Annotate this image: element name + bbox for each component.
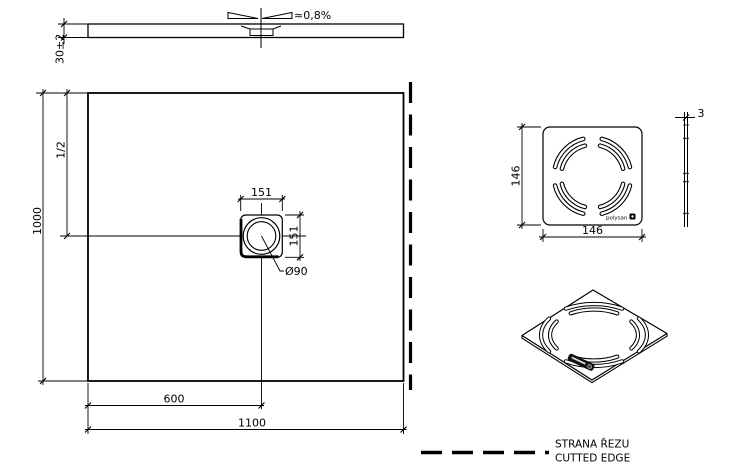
slope-label: ≈0,8% <box>294 9 331 22</box>
brand-logo-text: polysan <box>606 216 628 222</box>
dim-146h-lines <box>517 123 541 229</box>
dim-151h-lines <box>285 211 304 261</box>
drain-slot-arc <box>564 302 624 310</box>
legend-line1: STRANA ŘEZU <box>555 438 629 451</box>
dim-146w-label: 146 <box>582 224 603 237</box>
drain-slot-arc <box>630 320 639 350</box>
dim-151w-ticks <box>237 195 286 203</box>
drain-slot-arc <box>539 317 551 353</box>
dim-146h-label: 146 <box>510 166 523 187</box>
drain-slot-arc <box>600 184 632 215</box>
drain-slot-arc <box>560 182 587 209</box>
dim-1100-lines <box>85 383 407 434</box>
dim-151w-label: 151 <box>251 186 272 199</box>
slope-wedge-left <box>227 11 259 19</box>
dim-151h-label: 151 <box>288 226 301 247</box>
dim-3-tick <box>682 114 690 121</box>
cut-edge-legend: STRANA ŘEZU CUTTED EDGE <box>421 438 630 465</box>
drain-slot-arc <box>553 184 585 215</box>
dim-146w-lines <box>539 229 646 242</box>
dim-600-ticks <box>84 402 265 409</box>
dim-1000-ticks <box>39 89 47 385</box>
brand-logo-3d-dot <box>587 364 592 369</box>
brand-logo: polysan <box>606 213 636 222</box>
drain-slot-arc <box>560 144 587 170</box>
drain-slot-arc <box>569 308 619 315</box>
dim-half-label: 1/2 <box>55 141 68 159</box>
slope-wedge-right <box>261 11 293 19</box>
thickness-label: 30±2 <box>54 34 67 64</box>
drain-square-shadow <box>239 219 279 259</box>
cover-3d-view <box>521 289 668 384</box>
drain-slot-arc <box>549 320 558 350</box>
dim-146h-ticks <box>518 123 526 229</box>
cover-3d-slot-group <box>538 301 650 369</box>
brand-logo-3d-text-mark <box>571 356 586 365</box>
dim-151w-lines <box>238 195 285 211</box>
thickness-dim-ticks <box>60 20 68 41</box>
brand-logo-3d <box>567 353 595 371</box>
cover-side-profile <box>684 112 688 227</box>
drain-slot-arc <box>598 182 625 209</box>
cover-slot-group <box>552 136 633 216</box>
dia90-label: Ø90 <box>285 265 308 278</box>
drain-slot-arc <box>637 317 649 353</box>
drain-slot-arc <box>600 137 632 169</box>
drain-slot-arc <box>598 144 625 170</box>
dim-146w-ticks <box>539 233 646 241</box>
cover-outline <box>542 126 643 226</box>
dim-600-label: 600 <box>164 393 185 406</box>
cover-plan-detail: polysan 146 146 <box>510 123 646 242</box>
dim-1000-label: 1000 <box>31 207 44 235</box>
drain-outer-circle <box>242 217 281 255</box>
brand-logo-icon-dot <box>631 215 634 218</box>
legend-line2: CUTTED EDGE <box>555 453 630 465</box>
thickness-dim-lines <box>58 18 88 44</box>
dim-600-lines <box>85 383 264 434</box>
dim-3-label: 3 <box>698 107 705 120</box>
dia90-leader <box>261 235 284 272</box>
drain-slot-arc <box>553 137 585 169</box>
tray-cross-section-view: ≈0,8% 30±2 <box>54 8 405 64</box>
dim-1100-ticks <box>84 426 407 433</box>
tray-plan-view: 1000 1/2 151 151 Ø90 600 1100 <box>31 82 413 434</box>
dim-1000-lines <box>36 89 88 385</box>
dim-151h-ticks <box>296 211 304 261</box>
dim-half-ticks <box>63 89 71 240</box>
cover-side-slot-marks <box>683 124 689 214</box>
cover-side-detail: 3 <box>675 107 705 227</box>
drain-inner-circle <box>246 221 277 251</box>
dim-1100-label: 1100 <box>238 417 266 430</box>
tray-section-body <box>87 23 405 39</box>
